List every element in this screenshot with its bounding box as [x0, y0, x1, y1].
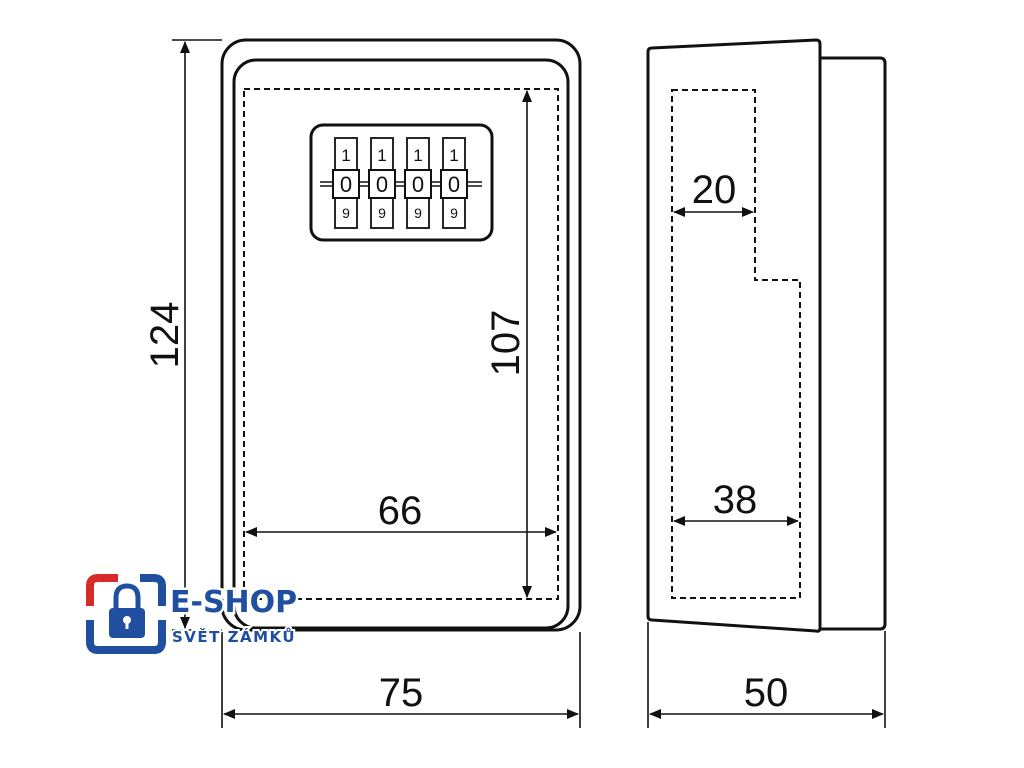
- front-view: 1 0 9 1 0 9 1 0 9 1 0 9 124 107 66 75: [143, 38, 582, 728]
- dial-3-top-digit: 1: [413, 146, 422, 165]
- dial-2-top-digit: 1: [377, 146, 386, 165]
- side-view: 20 38 50: [646, 38, 887, 728]
- logo-title: E-SHOP: [170, 585, 297, 620]
- dimension-50-label: 50: [744, 671, 789, 715]
- dial-1-top-digit: 1: [341, 146, 350, 165]
- dimension-66-label: 66: [378, 489, 423, 533]
- side-body-profile: [820, 56, 887, 631]
- eshop-logo: E-SHOP SVĚT ZÁMKŮ: [86, 574, 300, 654]
- dimension-38-label: 38: [713, 478, 758, 522]
- dial-2-middle-digit: 0: [376, 172, 388, 197]
- dimension-width-outer: 75: [221, 632, 581, 728]
- combination-dial-4: 1 0 9: [440, 137, 468, 229]
- dimension-height-inner: 107: [484, 90, 532, 598]
- combination-dial-window: 1 0 9 1 0 9 1 0 9 1 0 9: [309, 123, 494, 242]
- dial-4-bottom-digit: 9: [450, 205, 458, 221]
- dial-3-bottom-digit: 9: [414, 205, 422, 221]
- combination-dial-3: 1 0 9: [404, 137, 432, 229]
- front-outer-body: [220, 38, 582, 632]
- front-inner-cavity: [243, 88, 559, 600]
- dial-1-middle-digit: 0: [340, 172, 352, 197]
- logo-subtitle: SVĚT ZÁMKŮ: [172, 626, 296, 646]
- front-door-panel: [232, 58, 570, 630]
- dial-4-middle-digit: 0: [448, 172, 460, 197]
- dimension-depth-outer: 50: [647, 622, 886, 728]
- dimension-107-label: 107: [484, 310, 528, 377]
- dial-3-middle-digit: 0: [412, 172, 424, 197]
- padlock-logo-icon: [86, 574, 166, 654]
- dimension-20-label: 20: [692, 168, 737, 212]
- dimension-width-inner: 66: [245, 489, 557, 537]
- dial-4-top-digit: 1: [449, 146, 458, 165]
- side-inner-cavity: [671, 89, 801, 599]
- combination-dial-2: 1 0 9: [368, 137, 396, 229]
- dial-1-bottom-digit: 9: [342, 205, 350, 221]
- side-door-profile: [646, 38, 822, 633]
- dimension-depth-lower: 38: [673, 478, 799, 526]
- dial-2-bottom-digit: 9: [378, 205, 386, 221]
- dimension-124-label: 124: [143, 302, 187, 369]
- dimension-height-outer: 124: [143, 39, 222, 631]
- dimension-75-label: 75: [379, 671, 424, 715]
- dimension-depth-upper: 20: [673, 168, 754, 217]
- combination-dial-1: 1 0 9: [332, 137, 360, 229]
